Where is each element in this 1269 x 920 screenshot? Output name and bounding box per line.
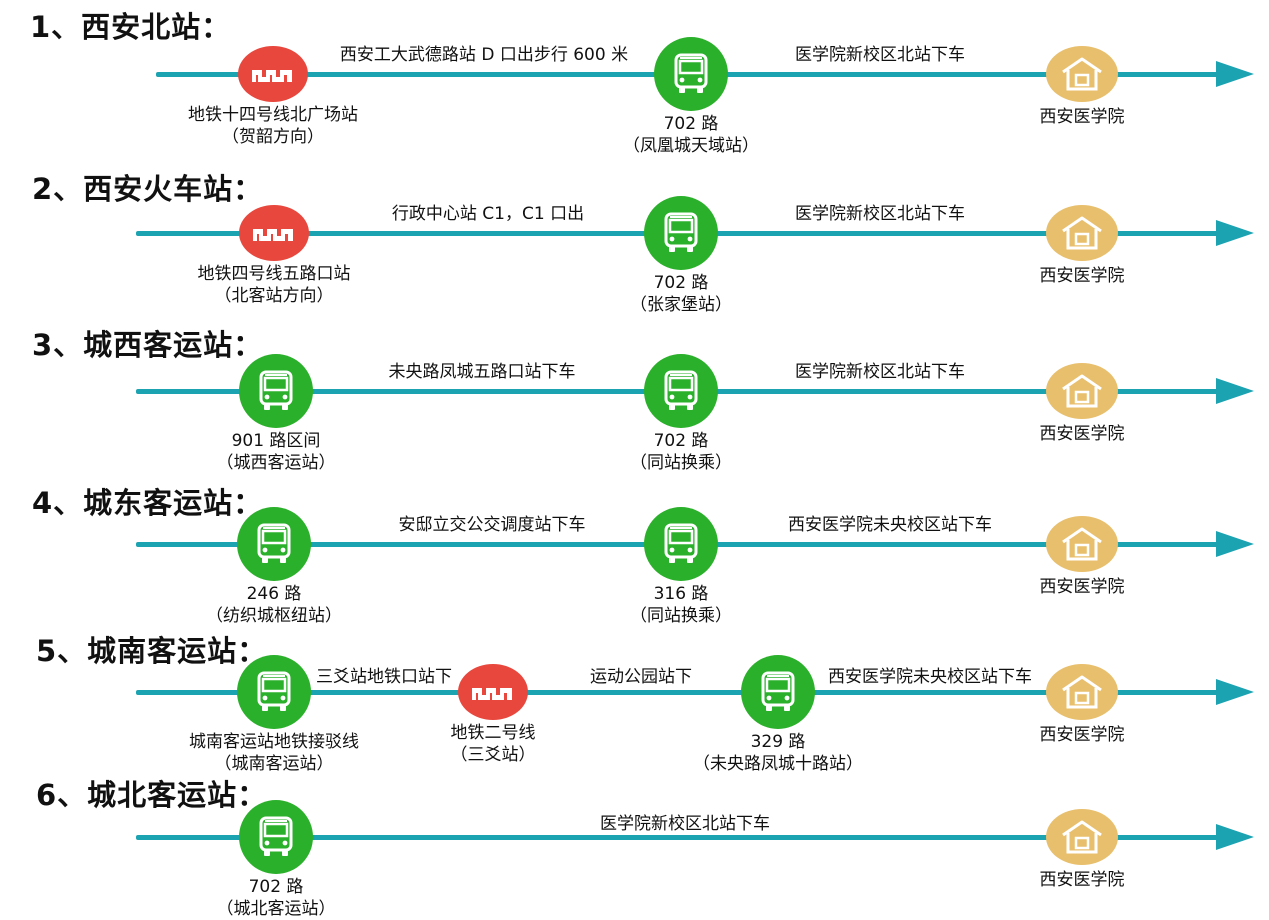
arrow-head-icon — [1216, 61, 1254, 87]
metro-node — [238, 46, 308, 102]
leg-label: 运动公园站下 — [590, 667, 692, 687]
leg-label: 安邸立交公交调度站下车 — [398, 515, 586, 535]
route-title: 2、西安火车站： — [32, 172, 264, 206]
node-sublabel: （北客站方向） — [214, 286, 334, 306]
house-icon — [1059, 525, 1105, 563]
node-label: 西安医学院 — [1039, 424, 1125, 444]
route-title: 1、西安北站： — [30, 10, 232, 44]
node-label: 329 路 — [750, 732, 806, 752]
node-sublabel: （城南客运站） — [214, 754, 334, 774]
leg-label: 行政中心站 C1，C1 口出 — [391, 204, 585, 224]
route-title: 3、城西客运站： — [32, 328, 264, 362]
arrow-head-icon — [1216, 531, 1254, 557]
arrow-head-icon — [1216, 824, 1254, 850]
metro-icon — [469, 682, 517, 702]
leg-label: 西安医学院未央校区站下车 — [788, 515, 992, 535]
route-title: 4、城东客运站： — [32, 486, 264, 520]
bus-icon — [254, 670, 294, 714]
leg-label: 医学院新校区北站下车 — [795, 45, 965, 65]
node-label: 702 路 — [248, 877, 304, 897]
bus-icon — [661, 369, 701, 413]
leg-label: 未央路凤城五路口站下车 — [388, 362, 576, 382]
node-label: 地铁二号线 — [450, 723, 536, 743]
node-label: 702 路 — [653, 431, 709, 451]
node-sublabel: （城西客运站） — [216, 453, 336, 473]
bus-icon — [661, 211, 701, 255]
node-sublabel: （凤凰城天域站） — [623, 136, 759, 156]
leg-label: 西安工大武德路站 D 口出步行 600 米 — [339, 45, 629, 65]
bus-icon — [661, 522, 701, 566]
node-label: 地铁十四号线北广场站 — [188, 105, 358, 125]
node-sublabel: （纺织城枢纽站） — [206, 606, 342, 626]
node-sublabel: （城北客运站） — [216, 899, 336, 919]
node-label: 西安医学院 — [1039, 725, 1125, 745]
node-label: 316 路 — [653, 584, 709, 604]
bus-node — [644, 507, 718, 581]
node-label: 702 路 — [653, 273, 709, 293]
bus-node — [644, 354, 718, 428]
bus-node — [237, 655, 311, 729]
leg-label: 医学院新校区北站下车 — [795, 362, 965, 382]
bus-node — [654, 37, 728, 111]
metro-node — [239, 205, 309, 261]
house-icon — [1059, 55, 1105, 93]
bus-icon — [758, 670, 798, 714]
metro-node — [458, 664, 528, 720]
house-icon — [1059, 818, 1105, 856]
bus-node — [237, 507, 311, 581]
bus-icon — [256, 369, 296, 413]
node-label: 西安医学院 — [1039, 107, 1125, 127]
leg-label: 西安医学院未央校区站下车 — [828, 667, 1032, 687]
leg-label: 医学院新校区北站下车 — [795, 204, 965, 224]
node-label: 地铁四号线五路口站 — [197, 264, 351, 284]
node-label: 城南客运站地铁接驳线 — [189, 732, 359, 752]
bus-node — [644, 196, 718, 270]
node-label: 西安医学院 — [1039, 577, 1125, 597]
destination-node — [1046, 664, 1118, 720]
bus-icon — [671, 52, 711, 96]
node-label: 西安医学院 — [1039, 266, 1125, 286]
destination-node — [1046, 809, 1118, 865]
node-sublabel: （同站换乘） — [630, 453, 732, 473]
bus-node — [239, 800, 313, 874]
node-label: 西安医学院 — [1039, 870, 1125, 890]
bus-node — [741, 655, 815, 729]
node-sublabel: （同站换乘） — [630, 606, 732, 626]
node-label: 246 路 — [246, 584, 302, 604]
leg-label: 三爻站地铁口站下 — [316, 667, 452, 687]
arrow-head-icon — [1216, 378, 1254, 404]
house-icon — [1059, 372, 1105, 410]
arrow-head-icon — [1216, 679, 1254, 705]
node-sublabel: （张家堡站） — [630, 295, 732, 315]
node-sublabel: （三爻站） — [450, 745, 536, 765]
house-icon — [1059, 673, 1105, 711]
bus-node — [239, 354, 313, 428]
node-sublabel: （贺韶方向） — [222, 127, 324, 147]
metro-icon — [250, 223, 298, 243]
leg-label: 医学院新校区北站下车 — [600, 814, 770, 834]
route-title: 5、城南客运站： — [36, 634, 268, 668]
bus-icon — [256, 815, 296, 859]
destination-node — [1046, 46, 1118, 102]
node-sublabel: （未央路凤城十路站） — [693, 754, 863, 774]
bus-icon — [254, 522, 294, 566]
arrow-head-icon — [1216, 220, 1254, 246]
house-icon — [1059, 214, 1105, 252]
destination-node — [1046, 205, 1118, 261]
route-line — [136, 690, 1226, 695]
destination-node — [1046, 363, 1118, 419]
metro-icon — [249, 64, 297, 84]
route-title: 6、城北客运站： — [36, 778, 268, 812]
node-label: 702 路 — [663, 114, 719, 134]
route-line — [136, 835, 1226, 840]
destination-node — [1046, 516, 1118, 572]
node-label: 901 路区间 — [231, 431, 321, 451]
